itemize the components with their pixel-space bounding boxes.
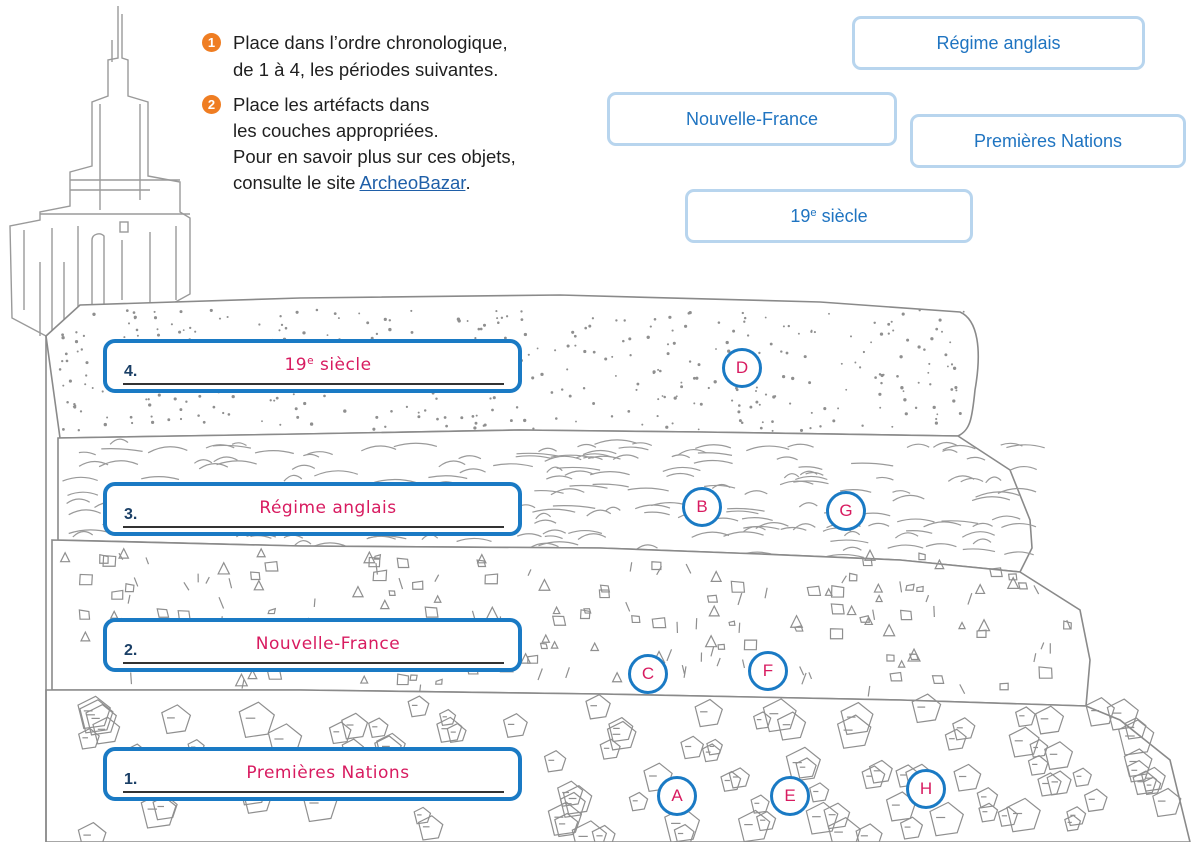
step-2-line-2: les couches appropriées.: [233, 120, 439, 141]
artifact-marker-g[interactable]: G: [826, 491, 866, 531]
slot-1-number: 1.: [124, 771, 138, 788]
layer-1-soil: [45, 689, 1191, 842]
artifact-marker-h[interactable]: H: [906, 769, 946, 809]
slot-1-underline: [123, 791, 504, 793]
chip-nouvelle-france[interactable]: Nouvelle-France: [607, 92, 897, 146]
step-1-line-1: Place dans l’ordre chronologique,: [233, 32, 508, 53]
artifact-marker-b[interactable]: B: [682, 487, 722, 527]
step-2-line-1: Place les artéfacts dans: [233, 94, 430, 115]
slot-3-underline: [123, 526, 504, 528]
slot-2-underline: [123, 662, 504, 664]
artifact-marker-f[interactable]: F: [748, 651, 788, 691]
step-2-line-3: Pour en savoir plus sur ces objets,: [233, 146, 516, 167]
step-2-line-4-text: consulte le site: [233, 172, 360, 193]
slot-4-answer-text: siècle: [314, 355, 372, 375]
chip-19e-siecle[interactable]: 19e siècle: [685, 189, 973, 243]
drop-slot-4[interactable]: 4. 19e siècle: [103, 339, 522, 393]
step-2-badge: 2: [202, 95, 221, 114]
slot-3-answer: Régime anglais: [259, 498, 397, 518]
slot-2-answer: Nouvelle-France: [255, 634, 401, 654]
chip-19e-word: siècle: [816, 205, 868, 226]
chip-regime-anglais-label: Régime anglais: [936, 32, 1061, 53]
artifact-marker-c[interactable]: C: [628, 654, 668, 694]
step-2-line-4-period: .: [465, 172, 471, 193]
chip-regime-anglais[interactable]: Régime anglais: [852, 16, 1145, 70]
slot-2-number: 2.: [124, 642, 138, 659]
drop-slot-3[interactable]: 3. Régime anglais: [103, 482, 522, 536]
slot-4-answer: 19e siècle: [152, 355, 504, 375]
slot-3-number: 3.: [124, 506, 138, 523]
artifact-marker-d[interactable]: D: [722, 348, 762, 388]
step-1-line-2: de 1 à 4, les périodes suivantes.: [233, 59, 499, 80]
artifact-marker-a[interactable]: A: [657, 776, 697, 816]
layer-3-soil: [57, 429, 1045, 573]
slot-4-underline: [123, 383, 504, 385]
chip-19e-siecle-label: 19e siècle: [790, 206, 867, 227]
step-1-badge: 1: [202, 33, 221, 52]
chip-premieres-nations[interactable]: Premières Nations: [910, 114, 1186, 168]
slot-4-answer-sup: e: [307, 355, 315, 368]
slot-4-answer-num: 19: [284, 355, 308, 375]
drop-slot-1[interactable]: 1. Premières Nations: [103, 747, 522, 801]
chip-19e-sup: e: [810, 206, 817, 219]
slot-1-answer: Premières Nations: [246, 763, 410, 783]
chip-premieres-nations-label: Premières Nations: [973, 130, 1123, 151]
chip-nouvelle-france-label: Nouvelle-France: [685, 108, 819, 129]
drop-slot-2[interactable]: 2. Nouvelle-France: [103, 618, 522, 672]
slot-4-number: 4.: [124, 363, 138, 380]
step-2-line-4: consulte le site ArcheoBazar.: [233, 170, 471, 195]
chip-19e-num: 19: [790, 205, 811, 226]
artifact-marker-e[interactable]: E: [770, 776, 810, 816]
archeobazar-link[interactable]: ArcheoBazar: [359, 172, 466, 193]
building-outline: [9, 6, 191, 337]
